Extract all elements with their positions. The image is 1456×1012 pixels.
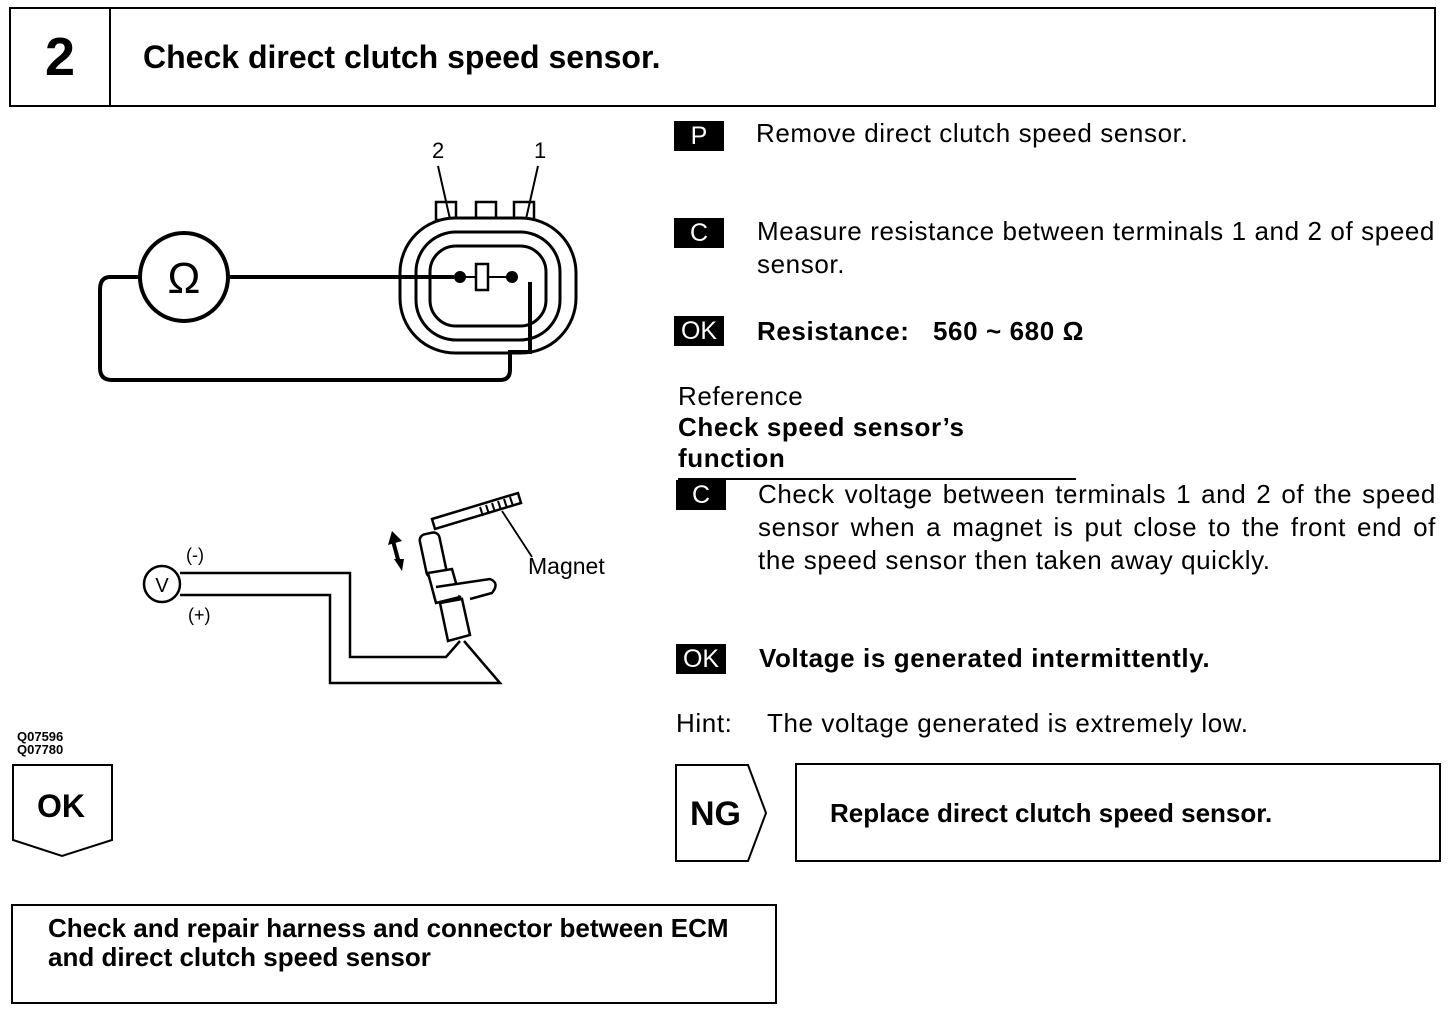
tag-c-1: C bbox=[674, 218, 724, 248]
terminal-2-label: 2 bbox=[432, 138, 444, 163]
tag-ok-2: OK bbox=[676, 644, 726, 674]
reference-heading: Check speed sensor’s function bbox=[678, 412, 1076, 480]
figure-code-1: Q07596 bbox=[17, 729, 64, 744]
step-title: Check direct clutch speed sensor. bbox=[143, 39, 661, 75]
tag-p: P bbox=[674, 121, 724, 151]
magnet-label: Magnet bbox=[528, 553, 605, 579]
ng-action-text: Replace direct clutch speed sensor. bbox=[830, 798, 1273, 828]
terminal-1-label: 1 bbox=[534, 138, 546, 163]
step-remove-text: Remove direct clutch speed sensor. bbox=[756, 118, 1189, 148]
step-number: 2 bbox=[11, 9, 111, 105]
tag-ok-1: OK bbox=[674, 316, 724, 346]
minus-label: (-) bbox=[186, 545, 204, 565]
ng-arrow-shape bbox=[675, 764, 768, 862]
speed-sensor-icon bbox=[418, 531, 497, 643]
resistance-value: 560 ~ 680 Ω bbox=[933, 316, 1085, 346]
ohm-symbol: Ω bbox=[168, 254, 201, 303]
voltage-diagram: Magnet V (-) (+) bbox=[142, 491, 605, 685]
ok-label: OK bbox=[37, 788, 85, 824]
ok-action-box: Check and repair harness and connector b… bbox=[11, 904, 777, 1004]
figure-code-2: Q07780 bbox=[17, 742, 64, 757]
up-down-arrow-icon bbox=[388, 531, 404, 571]
step-measure-text: Measure resistance between terminals 1 a… bbox=[757, 216, 1435, 279]
magnet-icon bbox=[430, 491, 523, 531]
step-header: 2 Check direct clutch speed sensor. bbox=[9, 7, 1436, 107]
voltage-result-text: Voltage is generated intermittently. bbox=[759, 643, 1211, 673]
ng-action-box: Replace direct clutch speed sensor. bbox=[795, 763, 1441, 862]
ok-action-text: Check and repair harness and connector b… bbox=[48, 913, 729, 972]
resistance-label: Resistance: bbox=[757, 316, 910, 346]
hint-text: The voltage generated is extremely low. bbox=[767, 708, 1249, 738]
plus-label: (+) bbox=[188, 605, 211, 625]
ng-label: NG bbox=[690, 795, 741, 833]
volt-symbol: V bbox=[155, 575, 169, 597]
reference-label: Reference bbox=[678, 381, 804, 411]
tag-c-2: C bbox=[676, 480, 726, 510]
resistance-diagram: 2 1 Ω bbox=[98, 138, 578, 382]
step-check-voltage-text: Check voltage between terminals 1 and 2 … bbox=[758, 479, 1436, 575]
hint-label: Hint: bbox=[676, 708, 733, 738]
voltmeter-icon bbox=[142, 564, 182, 604]
ok-arrow-shape bbox=[12, 764, 113, 858]
